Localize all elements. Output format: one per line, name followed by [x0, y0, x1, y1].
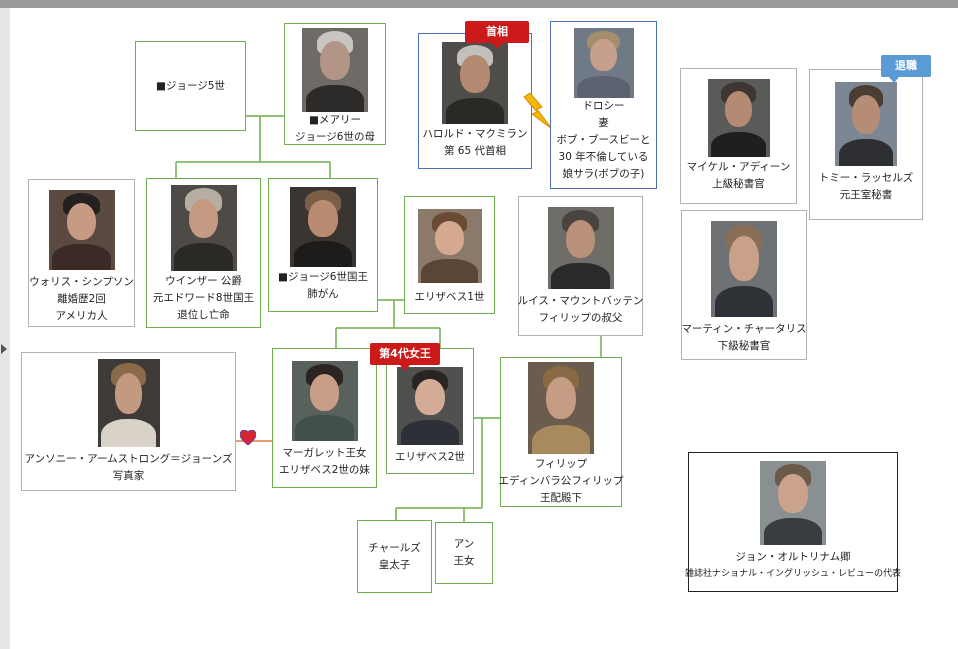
person-name: マーガレット王女 [282, 447, 367, 459]
person-card-george5: ■ジョージ5世 [135, 41, 246, 131]
person-card-lascelles: トミー・ラッセルズ 元王室秘書 [809, 69, 923, 220]
top-border-bar [0, 0, 958, 8]
person-name: ■ジョージ6世国王 [278, 271, 368, 283]
person-card-george6: ■ジョージ6世国王 肺がん [268, 178, 378, 312]
portrait-photo [528, 362, 594, 454]
person-name: フィリップ [534, 458, 588, 470]
tag-label: 退職 [895, 59, 917, 72]
person-name: ハロルド・マクミラン [422, 128, 528, 140]
person-card-armstrong-jones: アンソニー・アームストロング＝ジョーンズ 写真家 [21, 352, 236, 491]
person-note: 王配殿下 [540, 492, 582, 504]
person-name: マイケル・アディーン [686, 161, 791, 173]
left-scroll-strip [0, 8, 10, 649]
lightning-bolt-icon [523, 93, 553, 130]
person-name: ■メアリー [309, 114, 361, 126]
person-card-dorothy: ドロシー 妻 ボブ・ブースビーと 30 年不倫している 娘サラ(ボブの子) [550, 21, 657, 189]
tag-retired: 退職 [881, 55, 931, 83]
person-name: エリザベス1世 [414, 291, 485, 303]
portrait-photo [397, 367, 463, 445]
person-note: エディンバラ公フィリップ [498, 475, 624, 487]
person-note: ジョージ6世の母 [295, 131, 375, 143]
person-note: 娘サラ(ボブの子) [562, 168, 645, 180]
person-card-charles: チャールズ 皇太子 [357, 520, 432, 593]
portrait-photo [302, 28, 368, 112]
person-card-wallis: ウォリス・シンプソン 離婚歴2回 アメリカ人 [28, 179, 135, 327]
tag-label: 第4代女王 [379, 347, 431, 360]
person-name: トミー・ラッセルズ [818, 172, 914, 184]
person-name: アン [453, 538, 475, 550]
portrait-photo [835, 82, 897, 166]
person-note: 元王室秘書 [839, 189, 893, 201]
portrait-photo [711, 221, 777, 317]
portrait-photo [573, 28, 634, 98]
person-name: マーティン・チャータリス [681, 323, 807, 335]
person-note: 下級秘書官 [717, 340, 771, 352]
portrait-photo [547, 207, 614, 289]
person-name: チャールズ [368, 541, 421, 554]
person-note: アメリカ人 [55, 310, 108, 322]
person-card-elizabeth1: エリザベス1世 [404, 196, 495, 314]
person-note: フィリップの叔父 [538, 312, 623, 324]
person-card-margaret: マーガレット王女 エリザベス2世の妹 [272, 348, 377, 488]
person-note: 30 年不倫している [558, 151, 649, 163]
left-expand-arrow-icon[interactable] [1, 344, 7, 354]
person-note: 元エドワード8世国王 [152, 292, 255, 304]
portrait-photo [97, 359, 160, 447]
person-note: 妻 [598, 117, 609, 129]
person-note: ボブ・ブースビーと [556, 134, 651, 146]
person-note: 第 65 代首相 [443, 145, 507, 157]
person-note: 上級秘書官 [712, 178, 765, 190]
portrait-photo [760, 461, 826, 545]
person-name: ■ジョージ5世 [156, 79, 225, 92]
portrait-photo [707, 79, 770, 157]
person-name: ジョン・オルトリナム卿 [735, 551, 851, 563]
person-note: 雑誌社ナショナル・イングリッシュ・レビューの代表 [685, 569, 902, 579]
person-note: エリザベス2世の妹 [279, 464, 370, 476]
person-note: 離婚歴2回 [57, 293, 106, 305]
portrait-photo [417, 209, 482, 283]
heart-icon [240, 430, 256, 446]
person-note: 皇太子 [378, 558, 411, 571]
person-card-anne: アン 王女 [435, 522, 493, 584]
person-note: 退位し亡命 [177, 309, 230, 321]
person-name: エリザベス2世 [395, 451, 465, 463]
person-card-adeane: マイケル・アディーン 上級秘書官 [680, 68, 797, 204]
person-name: ウインザー 公爵 [165, 275, 242, 287]
person-card-mary: ■メアリー ジョージ6世の母 [284, 23, 386, 145]
person-card-philip: フィリップ エディンバラ公フィリップ 王配殿下 [498, 357, 624, 507]
tag-prime-minister: 首相 [465, 21, 529, 49]
portrait-photo [170, 185, 237, 271]
person-card-charteris: マーティン・チャータリス 下級秘書官 [681, 210, 807, 360]
person-name: アンソニー・アームストロング＝ジョーンズ [24, 453, 233, 465]
person-card-altrincham: ジョン・オルトリナム卿 雑誌社ナショナル・イングリッシュ・レビューの代表 [685, 452, 902, 592]
person-note: 肺がん [307, 288, 339, 300]
tag-fourth-queen: 第4代女王 [370, 343, 440, 371]
person-card-windsor: ウインザー 公爵 元エドワード8世国王 退位し亡命 [146, 178, 261, 328]
portrait-photo [291, 361, 358, 441]
person-card-macmillan: ハロルド・マクミラン 第 65 代首相 [418, 33, 532, 169]
person-card-mountbatten: ルイス・マウントバッテン フィリップの叔父 [518, 196, 643, 336]
person-name: ウォリス・シンプソン [29, 276, 134, 288]
portrait-photo [442, 42, 508, 124]
person-name: ドロシー [582, 100, 625, 112]
tag-label: 首相 [486, 25, 508, 38]
person-note: 写真家 [112, 470, 145, 482]
portrait-photo [290, 187, 356, 267]
person-name: ルイス・マウントバッテン [517, 295, 644, 307]
portrait-photo [48, 190, 115, 270]
person-note: 王女 [453, 555, 475, 567]
